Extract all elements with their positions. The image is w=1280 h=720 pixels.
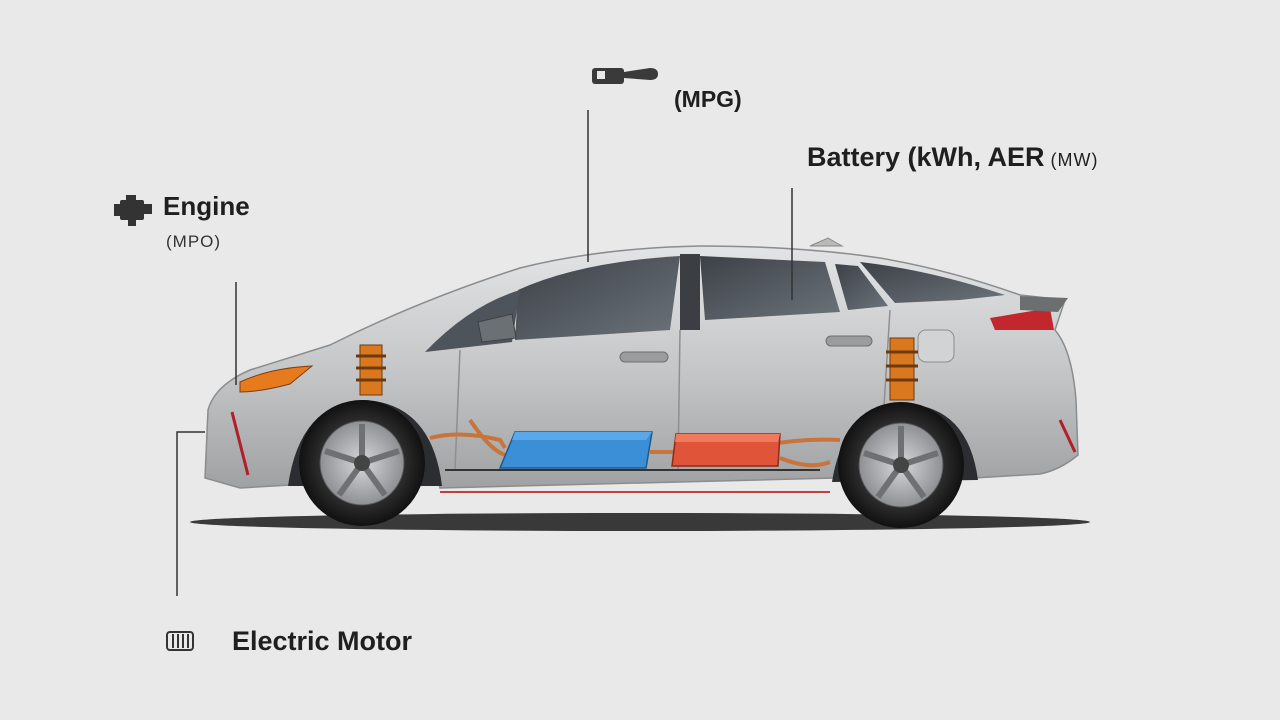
- front-red-accent: [230, 411, 250, 476]
- taillight: [990, 308, 1054, 330]
- side-mirror: [477, 313, 517, 343]
- motor-unit: [671, 433, 781, 467]
- rear-suspension: [886, 337, 918, 401]
- roof-fin: [809, 237, 844, 247]
- electric-motor-label: Electric Motor: [232, 626, 413, 656]
- front-side-window: [515, 256, 680, 340]
- engine-icon: [114, 195, 152, 226]
- front-wheel: [299, 400, 425, 526]
- engine-label: Engine: [163, 191, 250, 221]
- rear-wheel: [838, 402, 964, 528]
- rear-door-handle: [825, 335, 873, 347]
- electric-motor-icon: [166, 631, 194, 651]
- b-pillar: [680, 254, 700, 330]
- battery-label-extra: (MW): [1050, 150, 1099, 170]
- rear-side-window: [700, 256, 840, 320]
- front-suspension: [356, 344, 386, 396]
- battery-pack: [498, 431, 653, 469]
- battery-label-main: Battery (kWh, AER: [807, 142, 1045, 172]
- engine-sub-label: (MPO): [166, 232, 222, 251]
- battery-label: Battery (kWh, AER(MW): [807, 142, 1099, 173]
- ground-shadow: [190, 513, 1090, 531]
- fuel-pump-icon: [592, 68, 658, 84]
- motor-leader-line: [176, 431, 205, 596]
- quarter-window: [835, 264, 888, 310]
- fuel-cap: [917, 329, 955, 363]
- rear-red-accent: [1058, 419, 1077, 453]
- rear-window: [860, 262, 1005, 303]
- front-door-handle: [619, 351, 669, 363]
- hv-wiring: [429, 418, 841, 468]
- rear-spoiler: [1020, 296, 1068, 312]
- mpg-label: (MPG): [674, 86, 742, 112]
- headlight: [239, 365, 314, 393]
